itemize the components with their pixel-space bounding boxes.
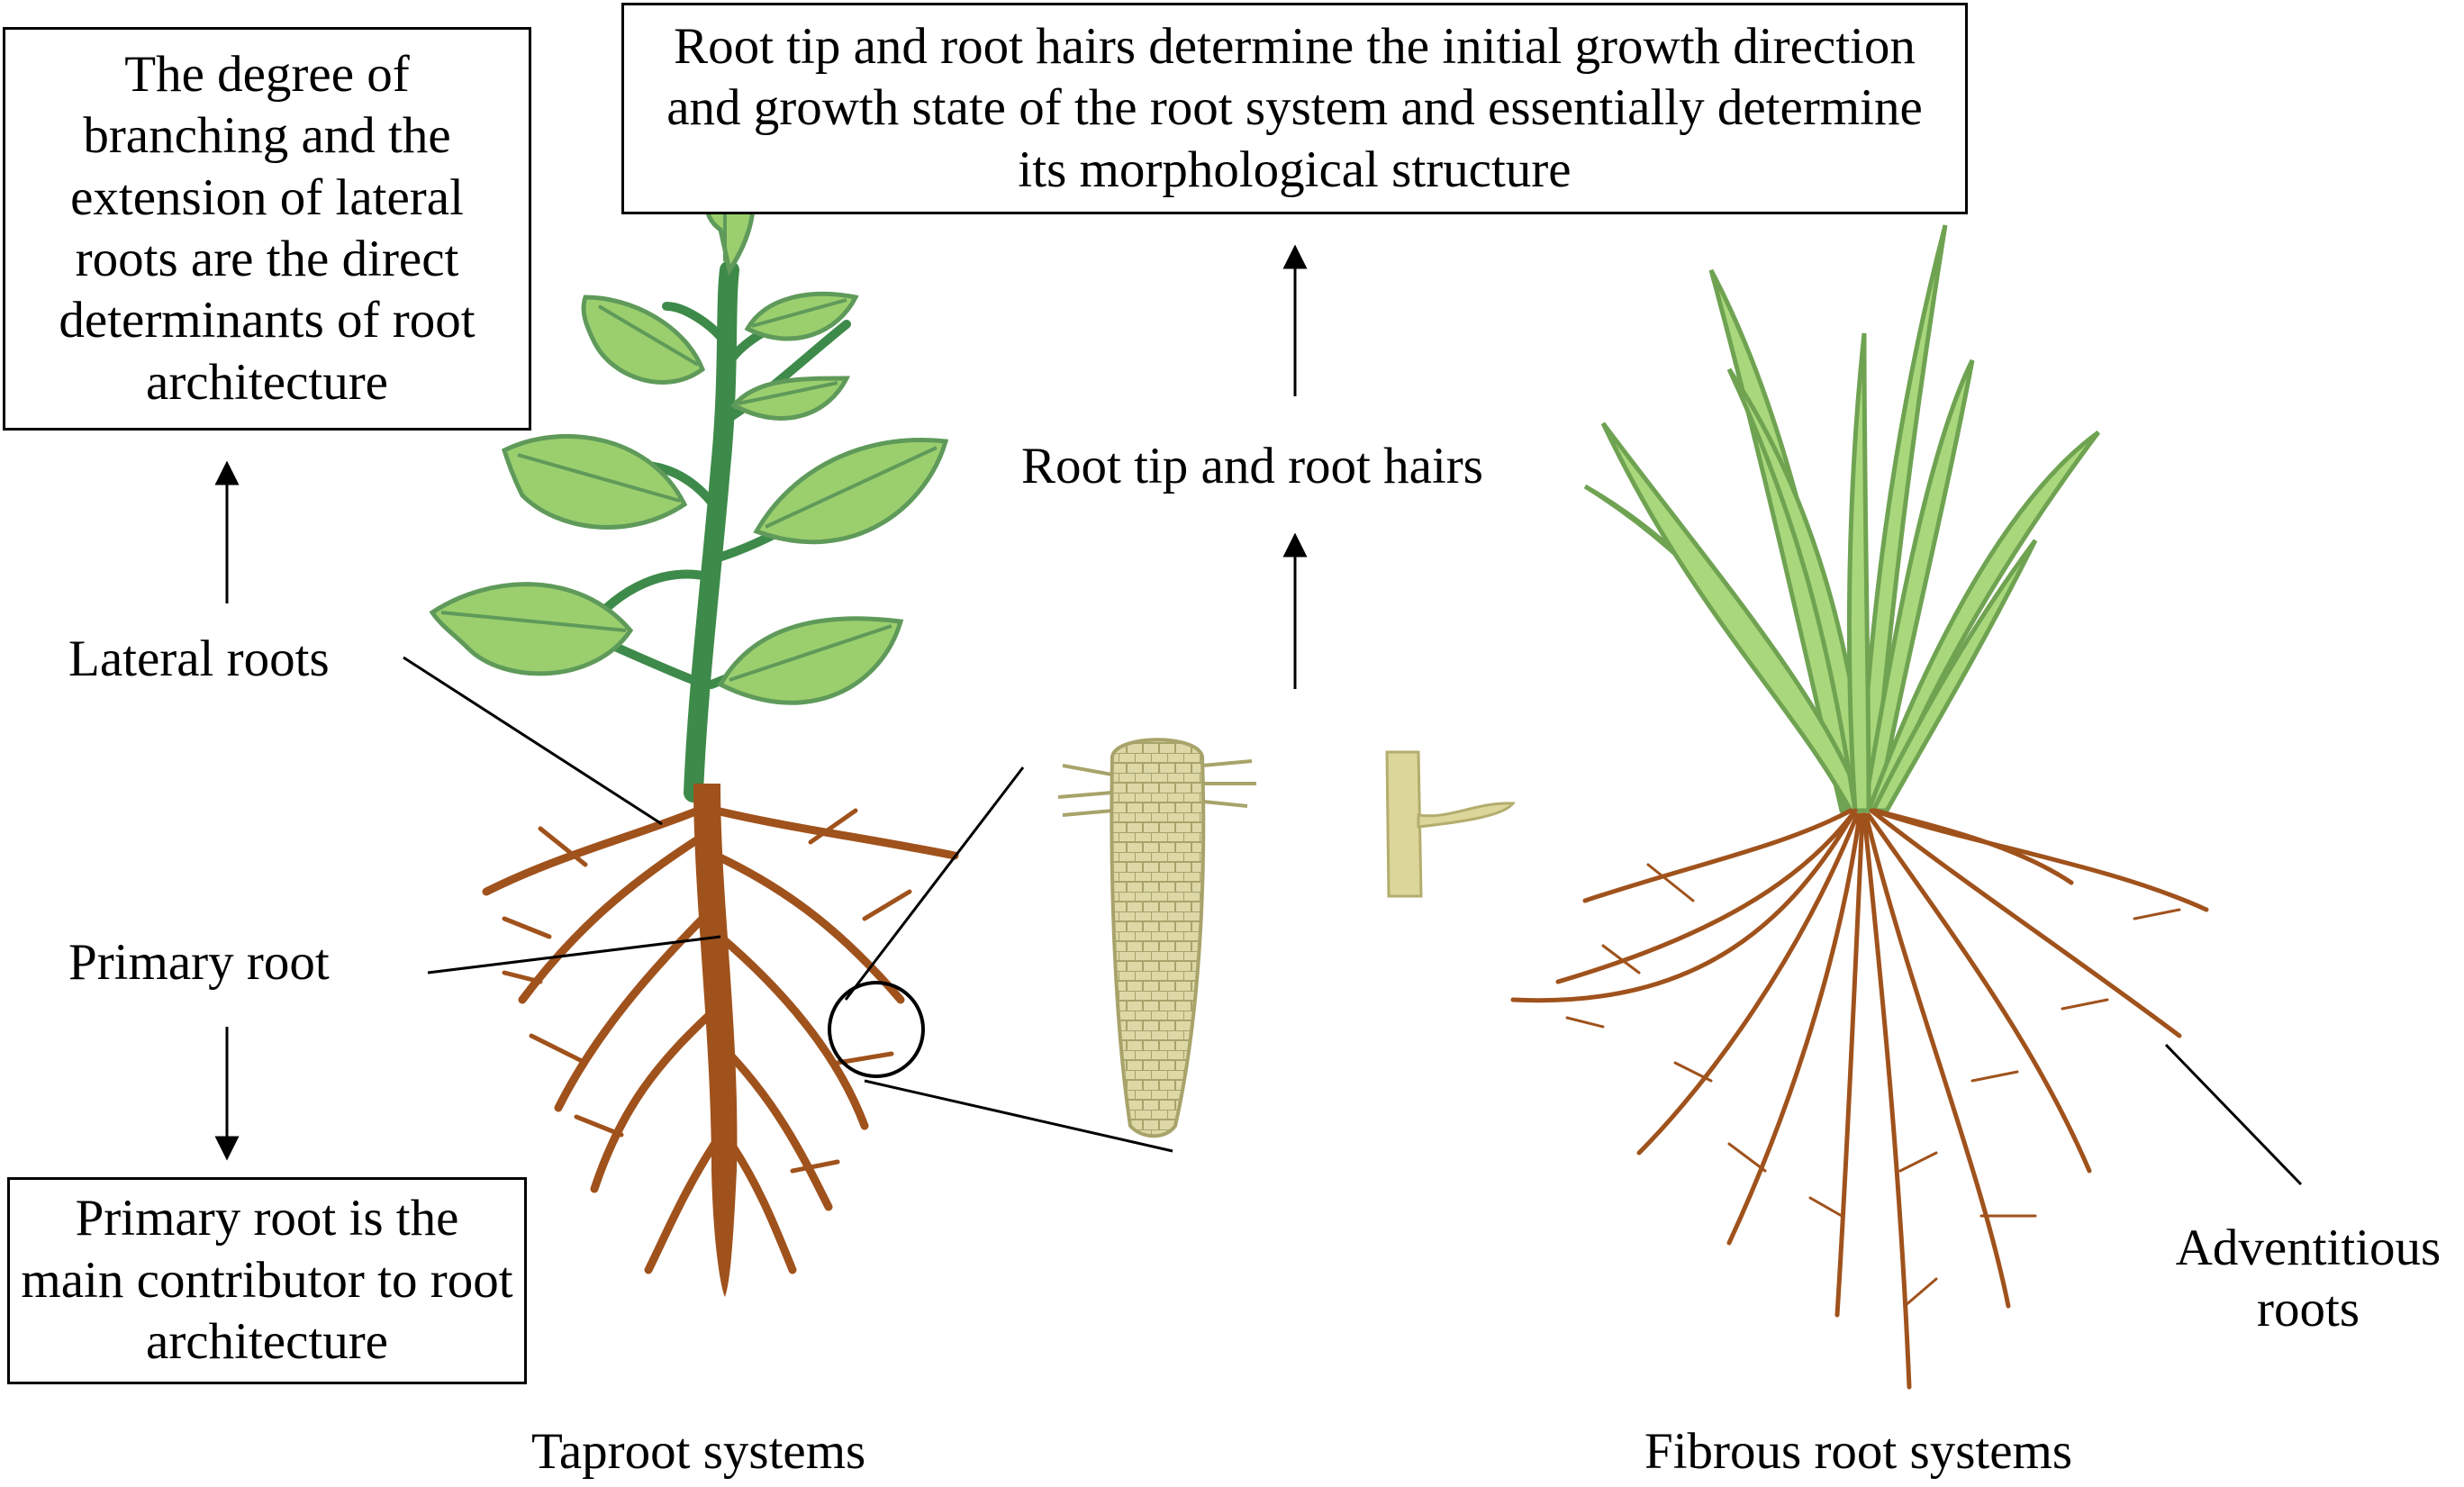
connector-lines (403, 656, 2303, 1186)
primary-root-explanation-box: Primary root is the main contributor to … (7, 1177, 527, 1384)
grass-blade (1600, 422, 1868, 813)
taproot-plant-illustration (429, 159, 959, 1297)
lateral-roots-explanation-box: The degree of branching and the extensio… (3, 27, 531, 431)
grass-blade (1857, 224, 1948, 813)
root-tip-explanation-text: Root tip and root hairs determine the in… (666, 17, 1923, 198)
adventitious-roots-label: Adventitious roots (2152, 1218, 2464, 1341)
magnifier-circle (828, 981, 925, 1078)
adventitious-roots-pointer (2164, 1043, 2303, 1186)
magnifier-line-bottom (864, 1079, 1173, 1153)
primary-root-explanation-text: Primary root is the main contributor to … (21, 1190, 513, 1371)
root-hair-segment (1385, 750, 1423, 898)
lateral-roots-pointer (403, 656, 663, 826)
leaf (429, 582, 634, 676)
lateral-roots-explanation-text: The degree of branching and the extensio… (59, 45, 476, 411)
adventitious-roots-label-line2: roots (2257, 1281, 2360, 1338)
arrows (214, 244, 1308, 1161)
grass-blade (1862, 358, 1975, 813)
leaf (501, 434, 688, 530)
taproot-systems-caption: Taproot systems (531, 1423, 866, 1480)
adventitious-roots-label-line1: Adventitious (2175, 1220, 2441, 1276)
root-tip-shape (1110, 738, 1206, 1138)
root-hair (1417, 802, 1516, 829)
root-tip-and-hairs-label: Root tip and root hairs (1021, 438, 1483, 494)
root-tip-illustration (1057, 738, 1516, 1138)
fibrous-plant-illustration (1510, 224, 2209, 1390)
primary-root-pointer (427, 935, 721, 975)
taproot-stem (684, 260, 739, 802)
grass-blade (1869, 539, 2038, 813)
fibrous-root-systems-caption: Fibrous root systems (1644, 1423, 2073, 1480)
leaf (581, 295, 706, 385)
grass-blade (1846, 332, 1871, 813)
grass-blade (1708, 268, 1858, 813)
primary-root-label: Primary root (68, 934, 330, 991)
magnifier-line-top (844, 766, 1025, 1001)
root-tip-explanation-box: Root tip and root hairs determine the in… (621, 3, 1968, 214)
lateral-roots-label: Lateral roots (68, 630, 330, 687)
